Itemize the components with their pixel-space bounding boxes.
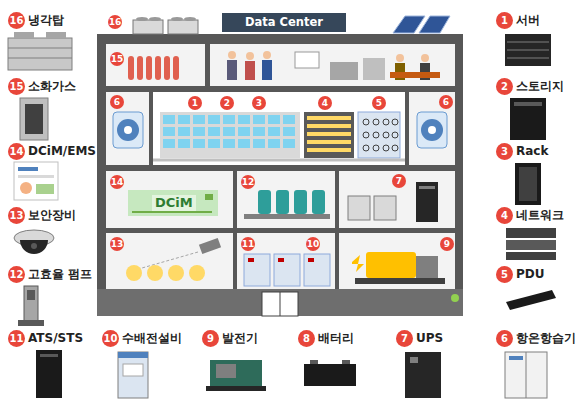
indicator-dot: [451, 294, 459, 302]
server-icon: [505, 34, 551, 66]
pdu-icon: [506, 290, 556, 310]
callout-number: 9: [202, 330, 219, 347]
callout-number: 3: [496, 143, 513, 160]
callout-number: 2: [220, 96, 234, 110]
server-racks: [153, 112, 405, 160]
callout-number: 16: [108, 15, 122, 29]
part-name: PDU: [516, 266, 545, 283]
network-icon: [506, 228, 556, 260]
callout-number: 1: [188, 96, 202, 110]
callout-number: 1: [496, 12, 513, 29]
ups-units: [348, 182, 438, 222]
callout-number: 11: [241, 237, 255, 251]
office-scene: [227, 51, 440, 80]
security-devices: [126, 238, 221, 281]
generator-icon: [206, 360, 266, 391]
generator: [352, 252, 445, 284]
callout-number: 13: [8, 207, 25, 224]
callout-number: 8: [298, 330, 315, 347]
battery-icon: [304, 360, 356, 386]
callout-number: 15: [110, 52, 124, 66]
part-name: 스토리지: [516, 78, 564, 95]
sign-title: Data Center: [222, 13, 346, 32]
dcim-doc-icon: [14, 162, 58, 200]
gas-cylinders: [128, 56, 179, 80]
roof-cooling-tower: [133, 17, 198, 34]
part-name: 항온항습기: [516, 330, 576, 347]
callout-number: 2: [496, 78, 513, 95]
rack-icon: [515, 163, 541, 205]
callout-number: 6: [496, 330, 513, 347]
callout-number: 7: [392, 174, 406, 188]
callout-number: 9: [440, 237, 454, 251]
cooling-tower-icon: [8, 32, 72, 70]
callout-number: 14: [8, 143, 25, 160]
storage-icon: [510, 98, 546, 140]
callout-number: 12: [241, 175, 255, 189]
callout-number: 6: [439, 95, 453, 109]
crac-icon: [505, 352, 547, 398]
door-split: [280, 292, 281, 316]
ground-floor: [97, 289, 463, 316]
switchgear: [244, 254, 330, 286]
solar-panel: [393, 16, 450, 33]
callout-number: 5: [372, 96, 386, 110]
dcim-screen: [128, 190, 218, 216]
part-name: ATS/STS: [28, 330, 83, 347]
pump-icon: [18, 286, 44, 326]
part-name: 고효율 펌프: [28, 266, 92, 283]
part-name: 보안장비: [28, 207, 76, 224]
part-name: 발전기: [222, 330, 258, 347]
callout-number: 4: [318, 96, 332, 110]
callout-number: 10: [102, 330, 119, 347]
part-name: 네트워크: [516, 207, 564, 224]
callout-number: 3: [252, 96, 266, 110]
ups-icon: [405, 352, 441, 398]
ats-icon: [36, 350, 62, 398]
roof-sign: [222, 13, 346, 32]
camera-icon: [14, 230, 54, 254]
part-name: 수배전설비: [122, 330, 182, 347]
pumps: [244, 190, 330, 219]
screen-label: DCiM: [152, 195, 196, 211]
callout-number: 5: [496, 266, 513, 283]
entrance-door: [262, 292, 298, 316]
callout-number: 6: [110, 95, 124, 109]
part-name: UPS: [416, 330, 443, 347]
callout-number: 15: [8, 78, 25, 95]
part-name: Rack: [516, 143, 548, 160]
rooms: [106, 44, 455, 289]
part-name: 서버: [516, 12, 540, 29]
fire-gas-icon: [20, 98, 48, 140]
callout-number: 16: [8, 12, 25, 29]
callout-number: 7: [396, 330, 413, 347]
callout-number: 10: [306, 237, 320, 251]
callout-number: 12: [8, 266, 25, 283]
callout-number: 13: [110, 237, 124, 251]
callout-number: 14: [110, 175, 124, 189]
switchgear-icon: [118, 352, 148, 398]
callout-number: 4: [496, 207, 513, 224]
part-name: 냉각탑: [28, 12, 64, 29]
part-name: 소화가스: [28, 78, 76, 95]
building-frame: [97, 34, 463, 316]
part-name: 배터리: [318, 330, 354, 347]
callout-number: 11: [8, 330, 25, 347]
part-name: DCiM/EMS: [28, 143, 96, 160]
